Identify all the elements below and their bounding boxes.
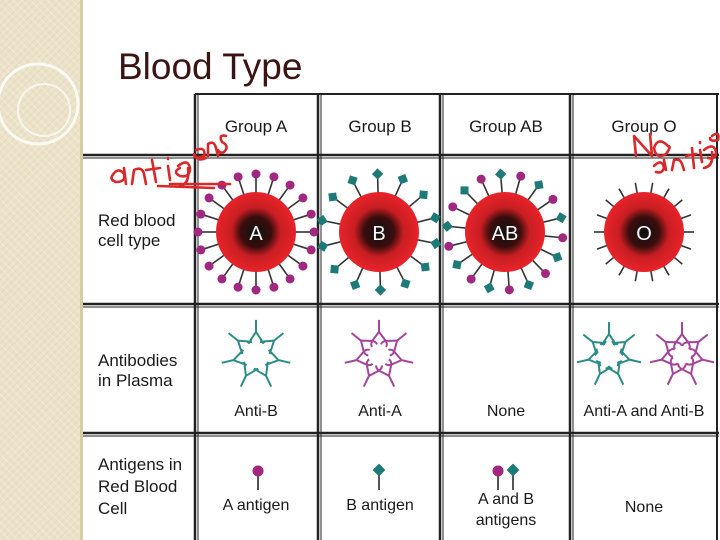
cell-letter-ab: AB bbox=[492, 223, 519, 245]
antibody-label-group-b: Anti-A bbox=[358, 403, 402, 420]
row-label-red-blood-cell-line2: cell type bbox=[98, 231, 160, 250]
decorative-circles bbox=[0, 62, 80, 146]
handwritten-antigens-annotation bbox=[110, 134, 232, 190]
antibody-anti-b-icon-group-o bbox=[576, 322, 642, 386]
antibody-label-group-ab: None bbox=[487, 403, 525, 420]
slide-sidebar-texture bbox=[0, 0, 80, 540]
table-grid bbox=[83, 93, 719, 540]
red-blood-cell-o: O bbox=[594, 182, 694, 282]
red-blood-cell-a: A bbox=[193, 169, 319, 295]
antibody-label-group-o: Anti-A and Anti-B bbox=[584, 403, 705, 420]
antibody-anti-a-icon-group-o bbox=[649, 322, 715, 386]
row-label-antibodies-line2: in Plasma bbox=[98, 371, 173, 390]
column-header-group-a: Group A bbox=[225, 117, 288, 136]
antigen-label-group-a: A antigen bbox=[223, 497, 290, 514]
antigen-label-group-ab-line1: A and B bbox=[478, 491, 534, 508]
column-header-group-ab: Group AB bbox=[469, 117, 543, 136]
cell-letter-o: O bbox=[636, 223, 652, 245]
row-label-antibodies-line1: Antibodies bbox=[98, 351, 177, 370]
cell-letter-a: A bbox=[249, 223, 263, 245]
cell-letter-b: B bbox=[372, 223, 385, 245]
antibody-label-group-a: Anti-B bbox=[234, 403, 278, 420]
red-blood-cell-b: B bbox=[316, 168, 442, 296]
antigen-b-icon bbox=[372, 463, 386, 490]
row-label-antigens-line3: Cell bbox=[98, 499, 127, 518]
column-header-group-b: Group B bbox=[348, 117, 411, 136]
antibody-anti-a-icon bbox=[344, 319, 414, 388]
antigen-a-icon bbox=[252, 465, 264, 490]
antibody-anti-b-icon bbox=[221, 319, 291, 388]
row-label-red-blood-cell-line1: Red blood bbox=[98, 211, 176, 230]
slide-sidebar-edge bbox=[80, 0, 83, 540]
antigen-label-group-ab-line2: antigens bbox=[476, 512, 537, 529]
red-blood-cell-ab: AB bbox=[441, 168, 568, 295]
slide-title: Blood Type bbox=[118, 46, 303, 87]
column-header-group-o: Group O bbox=[611, 117, 676, 136]
antigen-label-group-b: B antigen bbox=[346, 497, 414, 514]
handwritten-no-antigens-annotation bbox=[632, 132, 720, 174]
row-label-antigens-line2: Red Blood bbox=[98, 477, 177, 496]
row-label-antigens-line1: Antigens in bbox=[98, 455, 182, 474]
antigen-label-group-o: None bbox=[625, 499, 663, 516]
